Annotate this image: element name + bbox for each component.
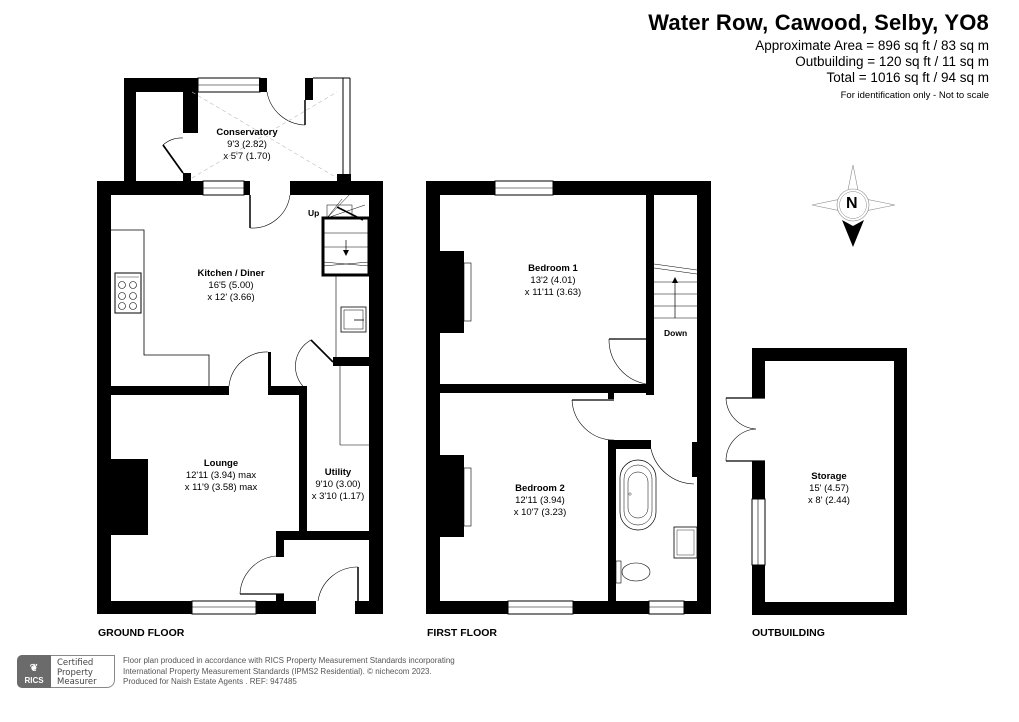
outbuilding-area: Outbuilding = 120 sq ft / 11 sq m	[795, 54, 989, 69]
room-bedroom-1: Bedroom 1 13'2 (4.01) x 11'11 (3.63)	[525, 263, 581, 299]
room-dimension-2: x 11'9 (3.58) max	[184, 482, 258, 493]
cert-line-1: Certified	[57, 658, 94, 668]
first-floor-label: FIRST FLOOR	[427, 627, 497, 639]
cert-line-2: Property	[57, 667, 93, 678]
property-title: Water Row, Cawood, Selby, YO8	[648, 10, 989, 35]
rics-emblem-icon: ❦	[29, 663, 39, 674]
footer-notes: Floor plan produced in accordance with R…	[123, 656, 455, 688]
outbuilding-label: OUTBUILDING	[752, 627, 825, 639]
room-utility: Utility 9'10 (3.00) x 3'10 (1.17)	[312, 467, 365, 503]
room-dimension-2: x 11'11 (3.63)	[524, 287, 582, 298]
room-bedroom-2: Bedroom 2 12'11 (3.94) x 10'7 (3.23)	[514, 483, 567, 519]
ground-floor-label: GROUND FLOOR	[98, 627, 185, 639]
footer-line-2: International Property Measurement Stand…	[123, 666, 432, 676]
room-name: Storage	[811, 471, 847, 482]
footer-line-1: Floor plan produced in accordance with R…	[123, 656, 455, 665]
room-dimension-1: 15' (4.57)	[809, 483, 849, 494]
footer-line-3: Produced for Naish Estate Agents . REF: …	[123, 677, 297, 686]
total-area: Total = 1016 sq ft / 94 sq m	[826, 70, 989, 85]
header: Water Row, Cawood, Selby, YO8 Approximat…	[648, 8, 989, 104]
disclaimer: For identification only - Not to scale	[840, 90, 989, 101]
room-storage: Storage 15' (4.57) x 8' (2.44)	[808, 471, 850, 507]
outbuilding-plan	[725, 348, 907, 615]
room-lounge: Lounge 12'11 (3.94) max x 11'9 (3.58) ma…	[185, 458, 257, 494]
room-dimension-1: 12'11 (3.94) max	[185, 470, 257, 481]
room-dimension-1: 9'10 (3.00)	[315, 479, 361, 490]
rics-logo: ❦ RICS Certified Property Measurer	[17, 655, 117, 688]
first-floor-plan	[426, 180, 711, 615]
room-dimension-1: 12'11 (3.94)	[515, 495, 565, 506]
room-conservatory: Conservatory 9'3 (2.82) x 5'7 (1.70)	[216, 127, 277, 163]
cert-line-3: Measurer	[57, 677, 97, 687]
room-dimension-1: 13'2 (4.01)	[530, 275, 576, 286]
rics-badge: ❦ RICS	[17, 655, 51, 688]
room-dimension-2: x 5'7 (1.70)	[223, 151, 271, 162]
room-name: Bedroom 2	[515, 483, 565, 494]
room-name: Bedroom 1	[528, 263, 578, 274]
rics-text: RICS	[24, 676, 44, 685]
stairs-down-label: Down	[664, 328, 688, 338]
room-dimension-1: 9'3 (2.82)	[227, 139, 267, 150]
compass-north-label: N	[846, 195, 858, 212]
room-name: Lounge	[203, 458, 239, 469]
room-kitchen-diner: Kitchen / Diner 16'5 (5.00) x 12' (3.66)	[197, 268, 264, 304]
room-name: Utility	[324, 467, 352, 478]
compass-rose-icon	[811, 164, 896, 247]
approximate-area: Approximate Area = 896 sq ft / 83 sq m	[755, 38, 989, 53]
room-name: Kitchen / Diner	[197, 268, 265, 279]
certified-property-measurer: Certified Property Measurer	[51, 655, 115, 688]
room-dimension-2: x 12' (3.66)	[207, 292, 255, 303]
room-dimension-2: x 10'7 (3.23)	[513, 507, 567, 518]
room-dimension-1: 16'5 (5.00)	[208, 280, 254, 291]
stairs-up-label: Up	[308, 208, 320, 218]
room-name: Conservatory	[216, 127, 278, 138]
ground-floor-plan	[97, 77, 383, 615]
room-dimension-2: x 8' (2.44)	[808, 495, 850, 506]
room-dimension-2: x 3'10 (1.17)	[311, 491, 365, 502]
